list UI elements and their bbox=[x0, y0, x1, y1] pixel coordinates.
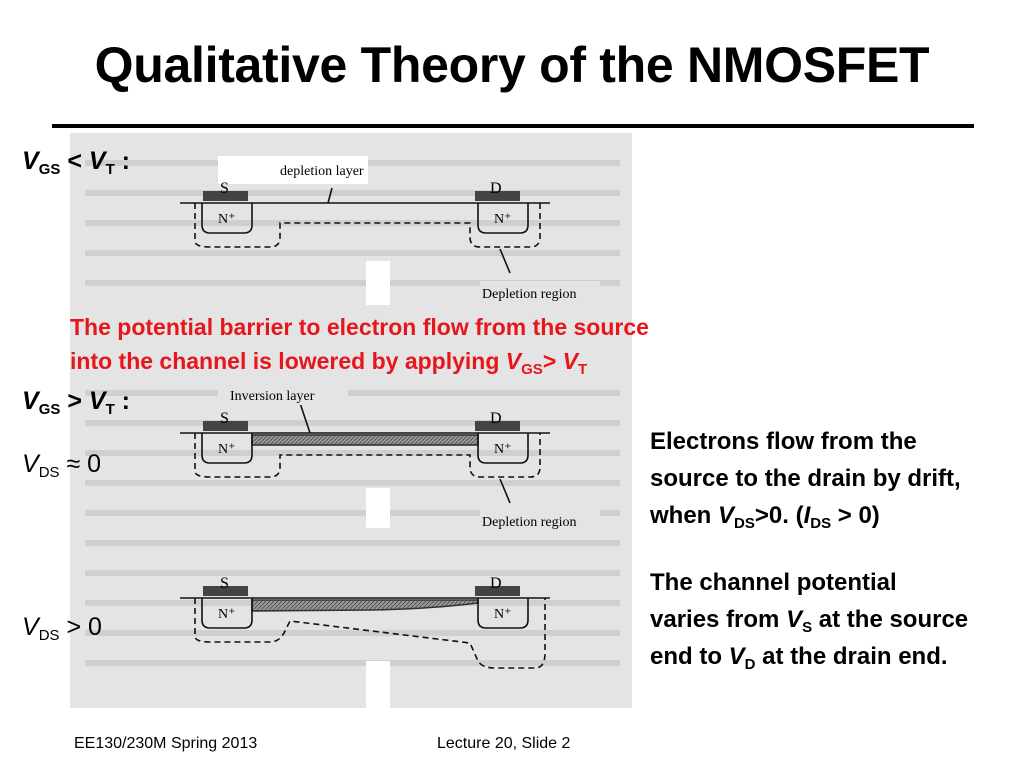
depletion-region-label-2: Depletion region bbox=[482, 515, 576, 530]
inversion-layer-label: Inversion layer bbox=[230, 389, 315, 404]
condition-vds-gt-0: VDS > 0 bbox=[22, 613, 102, 644]
source-label-1: S bbox=[220, 180, 229, 197]
nplus-label-1a: N⁺ bbox=[218, 212, 236, 227]
nplus-label-2b: N⁺ bbox=[494, 442, 512, 457]
depletion-region-label-1: Depletion region bbox=[482, 287, 576, 302]
diagram-vds-gt-0 bbox=[180, 586, 550, 708]
nplus-label-3b: N⁺ bbox=[494, 607, 512, 622]
title-underline bbox=[52, 124, 974, 128]
condition-vgs-lt-vt: VGS < VT : bbox=[22, 147, 131, 178]
mosfet-figure: depletion layer S D N⁺ N⁺ Depletion regi… bbox=[70, 133, 632, 708]
electron-flow-text: Electrons flow from the source to the dr… bbox=[650, 428, 961, 532]
drain-label-3: D bbox=[490, 575, 502, 592]
potential-barrier-note: The potential barrier to electron flow f… bbox=[70, 314, 649, 378]
channel-potential-text: The channel potential varies from VS at … bbox=[650, 569, 969, 673]
drain-label-2: D bbox=[490, 410, 502, 427]
nplus-label-2a: N⁺ bbox=[218, 442, 236, 457]
nplus-label-1b: N⁺ bbox=[494, 212, 512, 227]
source-label-3: S bbox=[220, 575, 229, 592]
drain-label-1: D bbox=[490, 180, 502, 197]
condition-vgs-gt-vt: VGS > VT : bbox=[22, 387, 131, 418]
footer-slide-number: Lecture 20, Slide 2 bbox=[437, 735, 571, 752]
diagram-vgs-lt-vt bbox=[180, 156, 600, 305]
diagram-vds-approx-0 bbox=[180, 383, 600, 533]
footer-course: EE130/230M Spring 2013 bbox=[74, 735, 258, 752]
condition-vds-approx-0: VDS ≈ 0 bbox=[22, 450, 102, 481]
slide-title: Qualitative Theory of the NMOSFET bbox=[94, 37, 930, 93]
source-label-2: S bbox=[220, 410, 229, 427]
depletion-layer-label: depletion layer bbox=[280, 164, 364, 179]
nplus-label-3a: N⁺ bbox=[218, 607, 236, 622]
